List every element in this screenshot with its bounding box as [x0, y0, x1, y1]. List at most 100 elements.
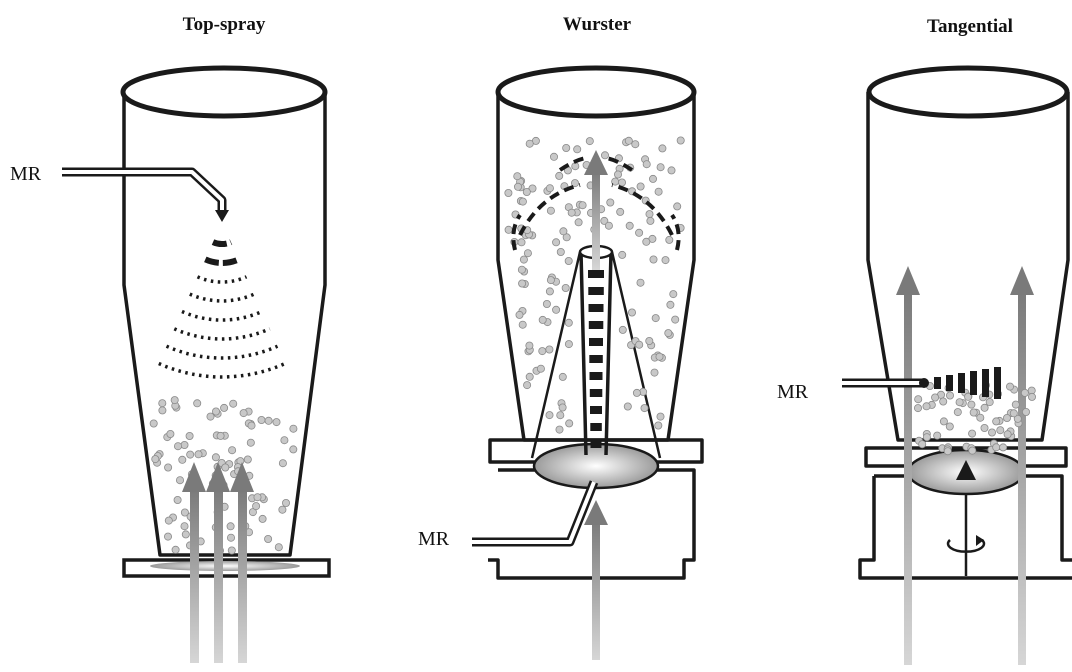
particle: [1000, 444, 1007, 451]
spray-band: [970, 371, 977, 395]
particle: [221, 404, 228, 411]
particle: [914, 405, 921, 412]
particle: [222, 464, 229, 471]
particle: [253, 503, 260, 510]
particle: [174, 496, 181, 503]
particle: [227, 534, 234, 541]
particle: [526, 140, 533, 147]
particle: [150, 420, 157, 427]
particle: [923, 434, 930, 441]
particle: [247, 439, 254, 446]
particle: [182, 531, 189, 538]
particle: [248, 422, 255, 429]
vessel-outline: [868, 92, 1068, 440]
particle: [565, 341, 572, 348]
particle: [526, 342, 533, 349]
particle: [165, 464, 172, 471]
particle: [981, 404, 988, 411]
particle: [152, 456, 159, 463]
particle: [1012, 401, 1019, 408]
plate-screen: [150, 561, 300, 571]
particle: [290, 425, 297, 432]
particle: [559, 404, 566, 411]
particle: [167, 430, 174, 437]
airflow-arrow-icon: [584, 150, 608, 660]
particle: [565, 319, 572, 326]
particle: [628, 309, 635, 316]
particle: [923, 403, 930, 410]
particle: [505, 189, 512, 196]
particle: [165, 517, 172, 524]
particle: [666, 236, 673, 243]
particle: [212, 408, 219, 415]
particle: [186, 432, 193, 439]
particle: [618, 179, 625, 186]
panel-tangential: Tangential MR: [777, 16, 1072, 665]
particle: [619, 326, 626, 333]
particle: [934, 432, 941, 439]
particle: [1010, 410, 1017, 417]
particle: [547, 277, 554, 284]
particle: [625, 137, 632, 144]
particle: [670, 291, 677, 298]
particle: [579, 202, 586, 209]
panel-title: Tangential: [927, 16, 1013, 37]
particle: [672, 316, 679, 323]
particle: [258, 416, 265, 423]
particle: [656, 353, 663, 360]
particle: [575, 219, 582, 226]
particle: [229, 447, 236, 454]
particle: [181, 509, 188, 516]
particle: [1003, 414, 1010, 421]
particle: [647, 217, 654, 224]
particle: [212, 454, 219, 461]
particle: [279, 460, 286, 467]
spray-droplet-arc: [174, 329, 269, 339]
particle: [514, 183, 521, 190]
particle: [228, 547, 235, 554]
particle: [940, 398, 947, 405]
particle: [915, 396, 922, 403]
particle: [559, 373, 566, 380]
particle: [230, 400, 237, 407]
particle: [566, 420, 573, 427]
particle: [657, 164, 664, 171]
spray-band: [590, 406, 602, 414]
particle: [563, 144, 570, 151]
particle: [562, 284, 569, 291]
particle: [988, 429, 995, 436]
particle: [970, 409, 977, 416]
spray-band: [588, 287, 604, 295]
particle: [586, 138, 593, 145]
particle: [986, 399, 993, 406]
particle: [259, 515, 266, 522]
inlet-label: MR: [777, 381, 809, 403]
particle: [546, 288, 553, 295]
particle: [553, 239, 560, 246]
particle: [1004, 431, 1011, 438]
particle: [667, 301, 674, 308]
particle: [181, 441, 188, 448]
particle: [244, 456, 251, 463]
particle: [655, 188, 662, 195]
particle: [546, 412, 553, 419]
particle: [159, 400, 166, 407]
particle: [265, 417, 272, 424]
particle: [164, 533, 171, 540]
particle: [946, 392, 953, 399]
spray-band: [958, 373, 965, 393]
particle: [539, 316, 546, 323]
particle: [619, 251, 626, 258]
particle: [254, 494, 261, 501]
spray-nozzle-icon: [215, 210, 229, 222]
particle: [281, 437, 288, 444]
particle: [159, 407, 166, 414]
spray-band: [590, 372, 603, 380]
particle: [636, 229, 643, 236]
particle: [181, 523, 188, 530]
particle: [519, 321, 526, 328]
particle: [505, 226, 512, 233]
particle: [662, 257, 669, 264]
